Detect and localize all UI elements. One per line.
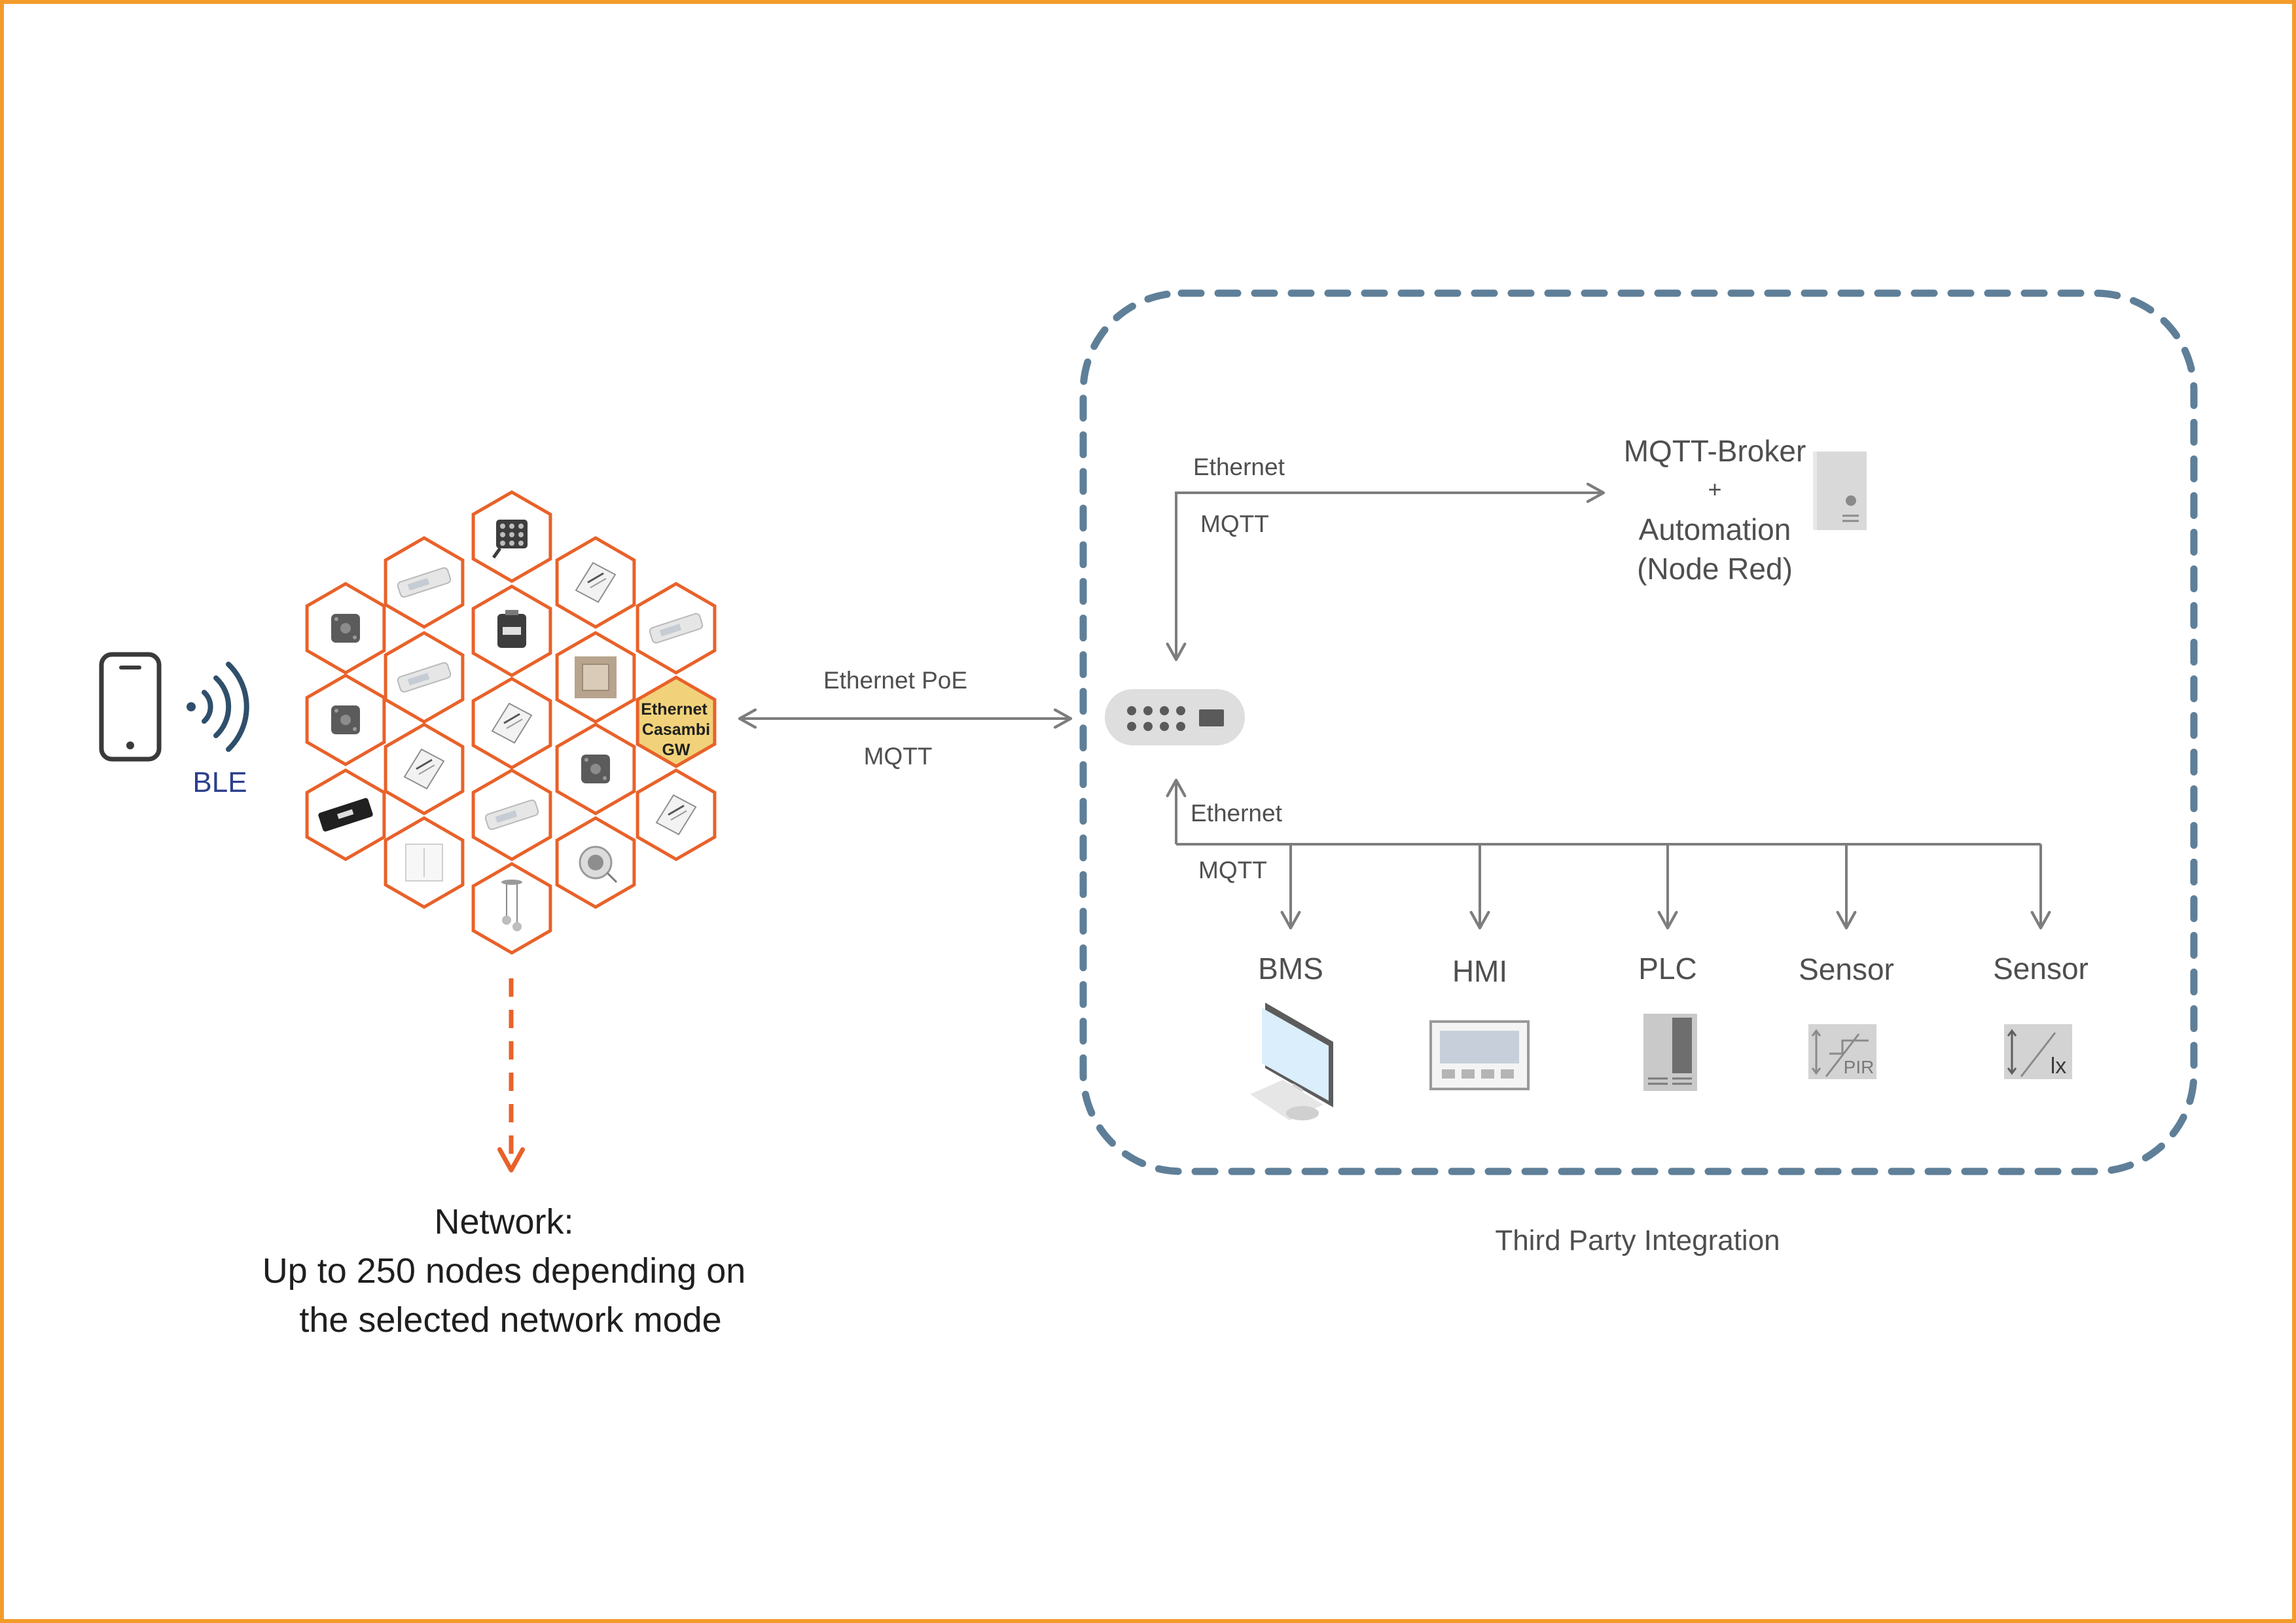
hex-driver-slim-4 bbox=[471, 768, 552, 861]
mqtt-label-bus: MQTT bbox=[1198, 857, 1267, 883]
hex-pendant bbox=[471, 862, 552, 955]
sensor-box-icon bbox=[331, 614, 360, 643]
led-driver-icon bbox=[484, 799, 539, 830]
third-party-caption: Third Party Integration bbox=[1495, 1224, 1780, 1257]
broker-link bbox=[1166, 482, 1605, 662]
hex-wall-switch bbox=[555, 631, 636, 724]
push-button-icon bbox=[405, 844, 443, 882]
endpoint-label-sensor-pir: Sensor bbox=[1799, 952, 1894, 986]
spotlight-icon bbox=[492, 520, 528, 559]
mqtt-label-gateway-link: MQTT bbox=[864, 743, 933, 770]
pir-sensor-icon: PIR bbox=[1808, 1024, 1876, 1079]
hex-driver-slim-1 bbox=[384, 536, 465, 629]
hex-sensor-3 bbox=[555, 722, 636, 815]
pir-badge: PIR bbox=[1844, 1057, 1874, 1077]
pendant-lamp-icon bbox=[501, 880, 522, 931]
broker-automation: Automation bbox=[1639, 512, 1791, 546]
hex-sensor-1 bbox=[305, 582, 386, 675]
bluetooth-signal-icon bbox=[187, 662, 249, 752]
hex-driver-slim-3 bbox=[384, 631, 465, 724]
downlight-icon bbox=[579, 846, 618, 883]
endpoint-label-bms: BMS bbox=[1258, 952, 1323, 986]
honeycomb-network bbox=[305, 490, 717, 955]
broker-title: MQTT-Broker bbox=[1624, 434, 1806, 468]
plc-icon bbox=[1643, 1014, 1697, 1091]
gateway-hexagon bbox=[636, 675, 717, 768]
smartphone-icon bbox=[99, 652, 162, 762]
mqtt-label-broker: MQTT bbox=[1200, 510, 1269, 537]
hex-driver-slim-2 bbox=[636, 582, 717, 675]
wall-switch-icon bbox=[575, 656, 617, 698]
endpoint-label-hmi: HMI bbox=[1452, 954, 1507, 988]
hex-downlight bbox=[555, 816, 636, 909]
led-driver-icon bbox=[397, 662, 452, 693]
endpoint-label-plc: PLC bbox=[1638, 952, 1696, 986]
network-caption-line3: the selected network mode bbox=[299, 1300, 721, 1340]
hex-controller-3 bbox=[384, 722, 465, 815]
hmi-panel-icon bbox=[1429, 1020, 1530, 1090]
ethernet-poe-label: Ethernet PoE bbox=[823, 667, 967, 694]
controller-module-icon bbox=[491, 702, 533, 744]
hex-controller-4 bbox=[636, 768, 717, 861]
ble-label: BLE bbox=[192, 766, 247, 798]
lux-badge: lx bbox=[2051, 1054, 2067, 1079]
controller-module-icon bbox=[575, 562, 617, 603]
hex-sensor-2 bbox=[305, 673, 386, 766]
power-supply-icon bbox=[318, 798, 373, 832]
broker-plus: + bbox=[1708, 476, 1721, 503]
hex-spotlight bbox=[471, 490, 552, 583]
controller-module-icon bbox=[655, 794, 697, 836]
endpoint-drops bbox=[1280, 844, 2051, 930]
controller-module-icon bbox=[403, 748, 445, 790]
lux-sensor-icon: lx bbox=[2004, 1024, 2072, 1079]
led-driver-icon bbox=[397, 567, 452, 598]
ethernet-label-broker: Ethernet bbox=[1193, 454, 1285, 480]
gateway-label-line1: Ethernet bbox=[641, 700, 708, 719]
sensor-box-icon bbox=[581, 755, 610, 783]
hex-dimmer-module bbox=[471, 584, 552, 677]
hex-controller-2 bbox=[471, 677, 552, 770]
network-caption-line2: Up to 250 nodes depending on bbox=[262, 1251, 746, 1291]
gateway-label-line2: Casambi bbox=[642, 721, 710, 739]
gateway-label-line3: GW bbox=[662, 741, 690, 759]
led-driver-icon bbox=[649, 613, 704, 644]
hex-controller-1 bbox=[555, 536, 636, 629]
hex-power-supply bbox=[305, 768, 386, 861]
network-switch-icon bbox=[1105, 689, 1245, 745]
server-icon bbox=[1813, 452, 1867, 530]
network-caption-line1: Network: bbox=[434, 1202, 573, 1241]
endpoint-label-sensor-lux: Sensor bbox=[1993, 952, 2089, 986]
sensor-box-icon bbox=[331, 705, 360, 734]
ethernet-label-bus: Ethernet bbox=[1191, 800, 1283, 827]
third-party-box bbox=[1079, 289, 2198, 1175]
broker-node-red: (Node Red) bbox=[1637, 552, 1793, 586]
dimmer-module-icon bbox=[497, 610, 526, 648]
monitor-icon bbox=[1250, 1003, 1333, 1120]
hex-push-button bbox=[384, 816, 465, 909]
